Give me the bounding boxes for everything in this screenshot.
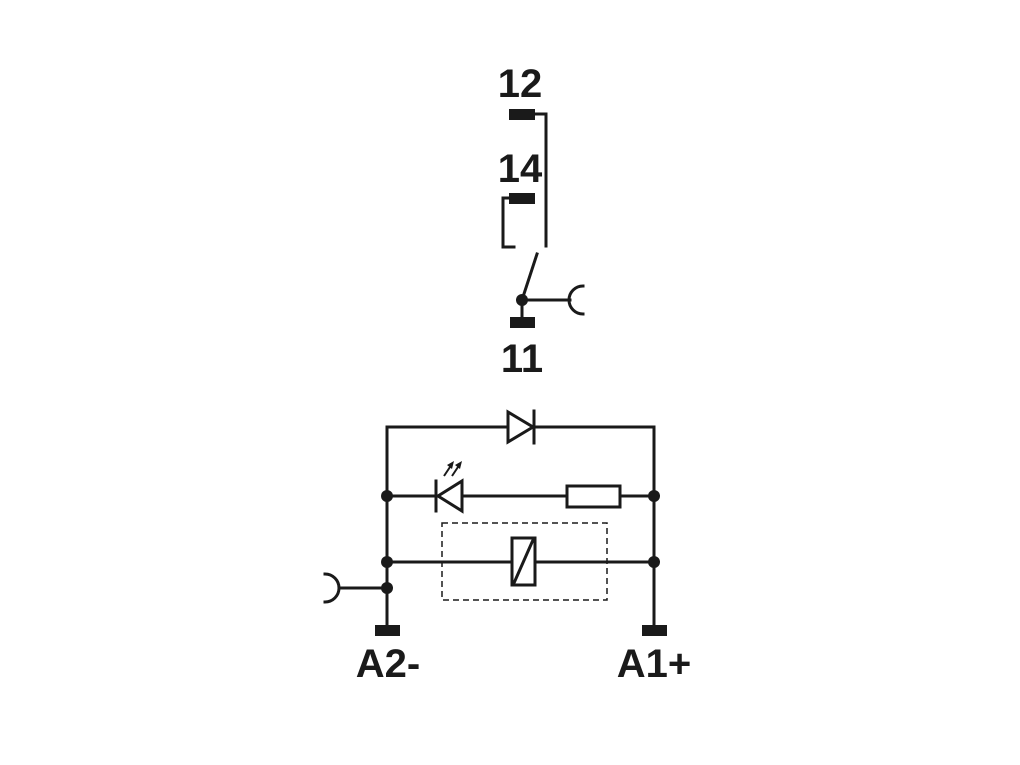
relay-coil-icon bbox=[510, 536, 537, 587]
led-ray-2-head bbox=[455, 461, 462, 469]
terminal-12-label: 12 bbox=[498, 62, 543, 106]
terminal-14-pin bbox=[509, 193, 535, 204]
junction-right-coil bbox=[648, 556, 660, 568]
led-ray-1-head bbox=[447, 461, 454, 469]
coil-dashed-enclosure bbox=[441, 522, 608, 601]
wire-12 bbox=[533, 112, 548, 248]
terminal-a2-pin bbox=[375, 625, 400, 636]
terminal-a1-pin bbox=[642, 625, 667, 636]
wire-14 bbox=[501, 196, 516, 249]
terminal-11-label: 11 bbox=[501, 337, 543, 381]
junction-left-coil bbox=[381, 556, 393, 568]
coil-diagonal bbox=[512, 538, 535, 585]
bridge-socket-coil-icon bbox=[323, 572, 341, 604]
freewheeling-diode-icon bbox=[506, 409, 536, 445]
changeover-contact-icon bbox=[501, 109, 585, 328]
junction-right-led bbox=[648, 490, 660, 502]
terminal-14-label: 14 bbox=[498, 147, 543, 191]
led-triangle bbox=[435, 478, 464, 514]
terminal-a1-label: A1+ bbox=[617, 642, 692, 686]
contact-blade bbox=[520, 252, 539, 302]
terminal-12-pin bbox=[509, 109, 535, 120]
junction-left-led bbox=[381, 490, 393, 502]
left-rail bbox=[385, 425, 656, 627]
resistor-icon bbox=[565, 484, 622, 509]
led-indicator-icon bbox=[434, 461, 464, 514]
terminal-a2-label: A2- bbox=[356, 642, 420, 686]
terminal-11-pin bbox=[510, 317, 535, 328]
bridge-socket-icon bbox=[567, 284, 585, 316]
diode-triangle bbox=[506, 409, 536, 445]
